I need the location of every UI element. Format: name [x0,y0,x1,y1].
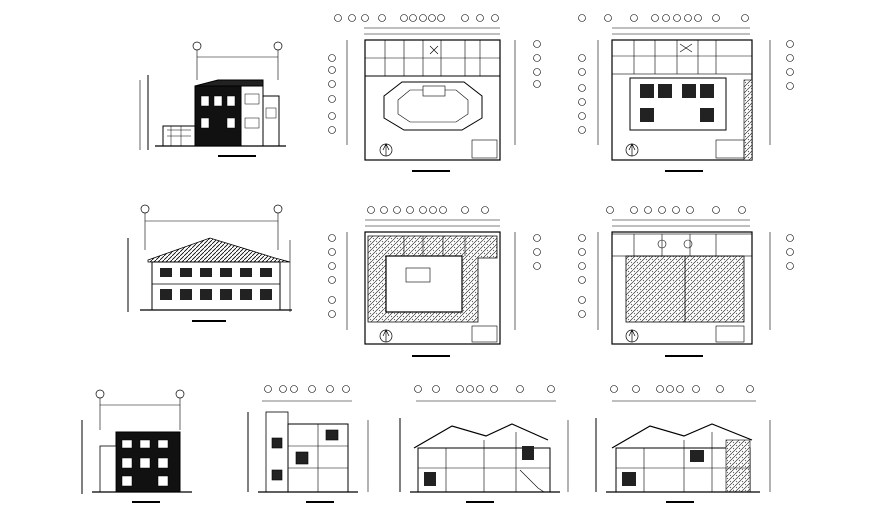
section-c [595,385,771,503]
first-floor-plan [578,14,794,172]
ground-floor-plan [328,14,541,172]
grid-bubbles-left [328,54,336,134]
roof-plan-a [328,206,541,357]
grid-bubbles-top [334,14,499,22]
elevation-side [127,204,292,322]
roof-plan-b [578,206,794,357]
section-b [399,385,569,503]
elevation-rear [81,389,192,503]
section-a [247,385,369,503]
elevation-front [139,41,286,157]
